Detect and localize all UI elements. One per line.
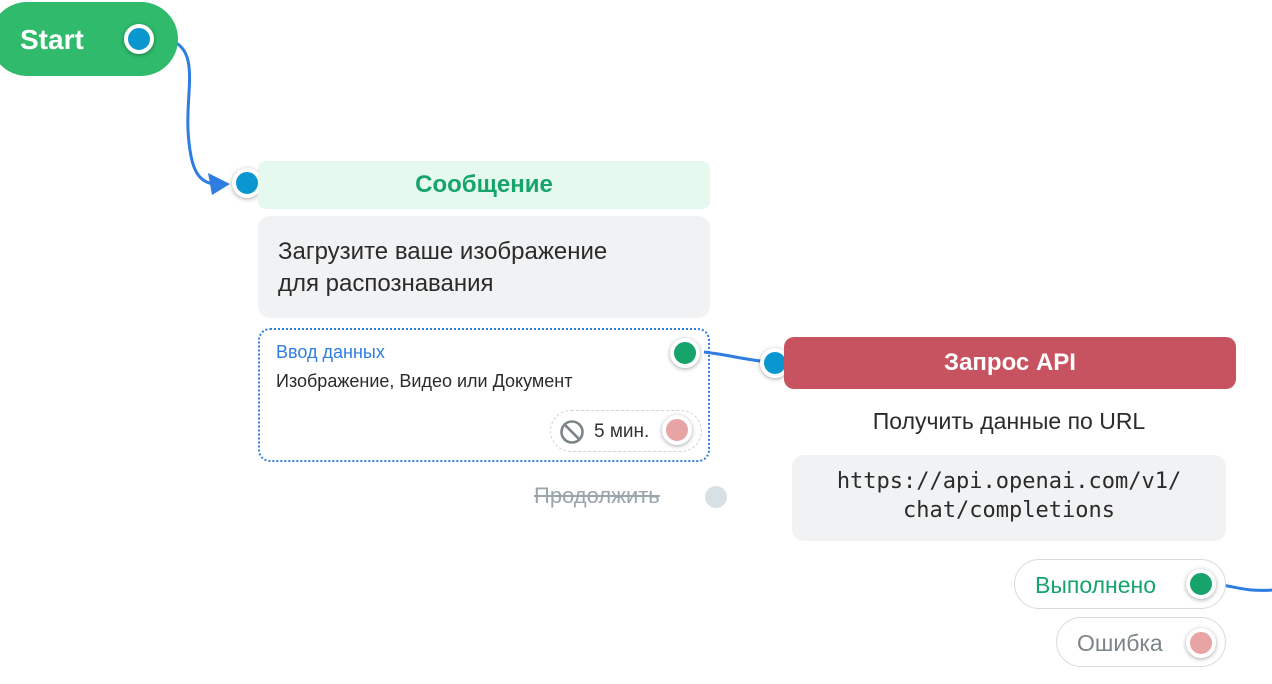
message-text[interactable]: Загрузите ваше изображение для распознав… (258, 216, 710, 318)
continue-option[interactable]: Продолжить (534, 483, 660, 508)
edge-start-to-message (169, 38, 215, 186)
start-label: Start (20, 24, 84, 55)
start-output-port[interactable] (124, 24, 154, 54)
message-text-line1: Загрузите ваше изображение (278, 238, 608, 265)
timeout-label: 5 мин. (594, 421, 650, 442)
data-input-output-port[interactable] (670, 338, 700, 368)
success-output-label: Выполнено (1035, 572, 1157, 598)
data-input-description: Изображение, Видео или Документ (276, 371, 573, 391)
api-url-line2: chat/completions (903, 498, 1115, 523)
timeout-chip[interactable]: 5 мин. (550, 410, 702, 452)
api-subtitle: Получить данные по URL (872, 408, 1146, 434)
message-title-text: Сообщение (415, 171, 553, 198)
continue-output-port[interactable] (701, 482, 731, 512)
ban-icon (560, 420, 584, 444)
api-title-text: Запрос API (944, 349, 1076, 376)
message-text-line2: для распознавания (278, 270, 494, 297)
data-input-block[interactable]: Ввод данных Изображение, Видео или Докум… (258, 328, 710, 462)
success-output-port[interactable] (1186, 569, 1216, 599)
error-output-port[interactable] (1186, 628, 1216, 658)
timeout-output-port[interactable] (662, 415, 692, 445)
data-input-title: Ввод данных (276, 342, 385, 362)
message-node-title[interactable]: Сообщение (258, 161, 710, 209)
api-url-line1: https://api.openai.com/v1/ (836, 469, 1182, 494)
arrow-head-icon (208, 173, 230, 195)
error-output-label: Ошибка (1077, 630, 1163, 656)
api-node-title[interactable]: Запрос API (784, 337, 1236, 389)
api-url[interactable]: https://api.openai.com/v1/ chat/completi… (792, 455, 1226, 541)
